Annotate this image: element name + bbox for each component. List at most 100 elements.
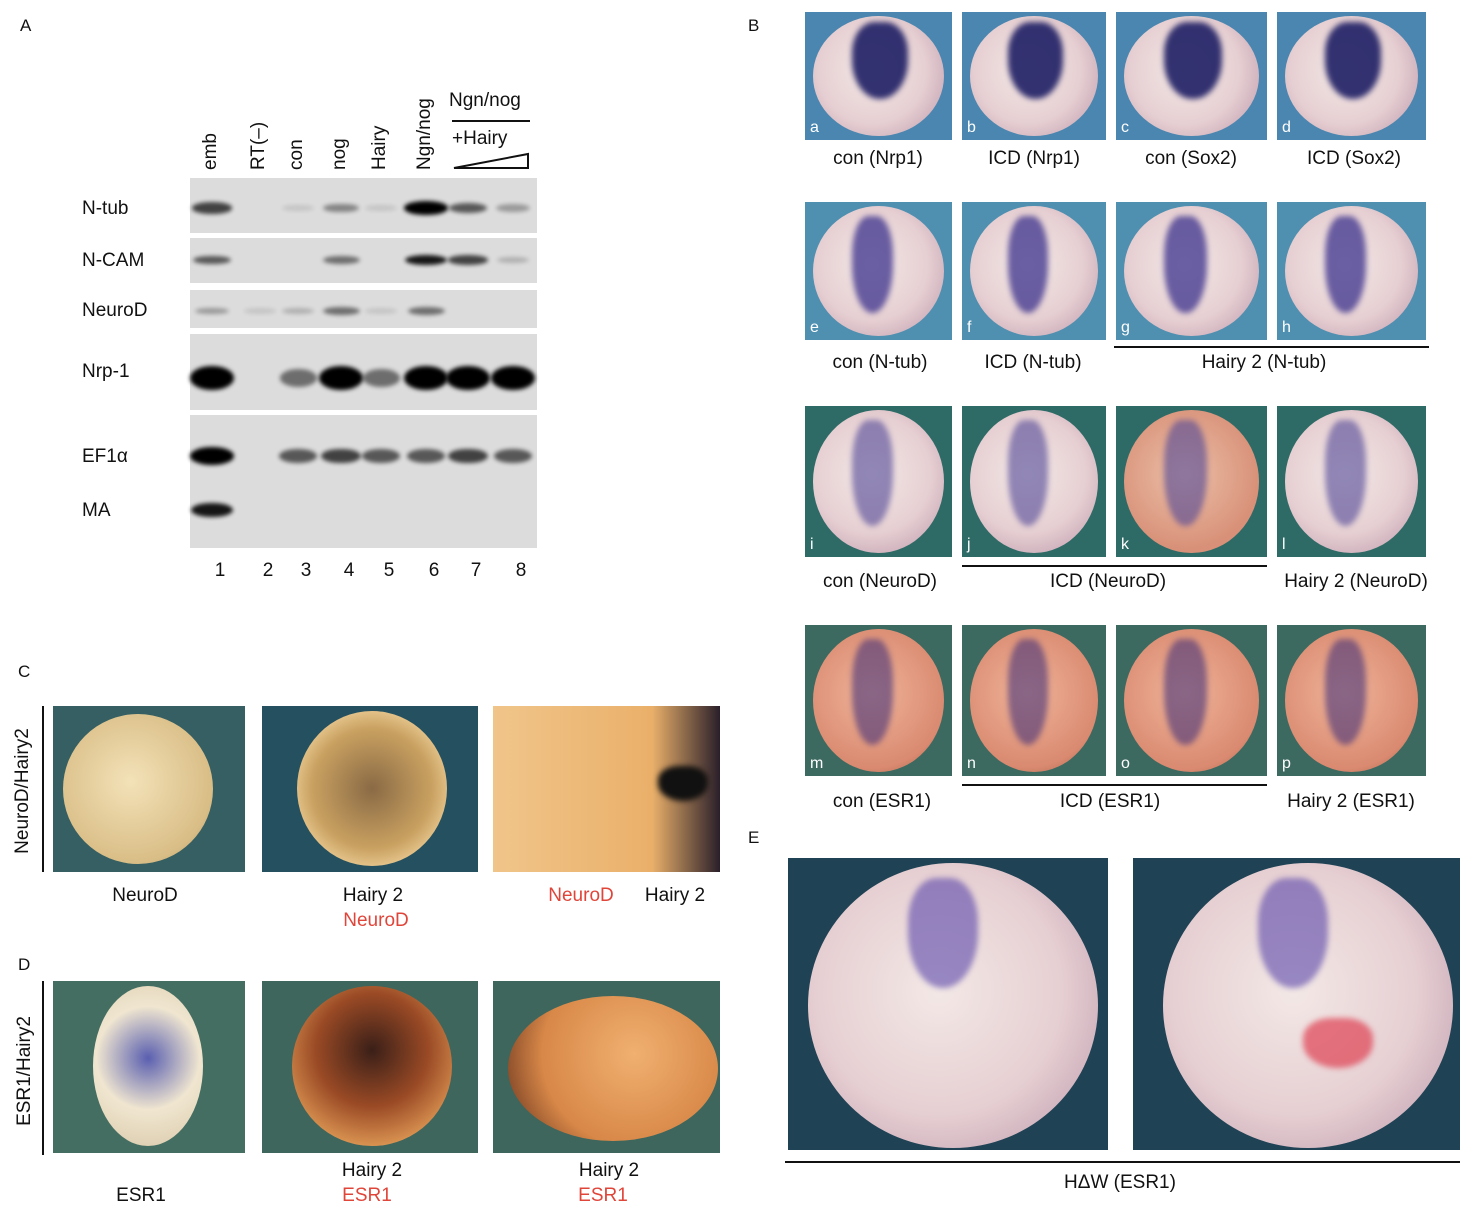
group-label-bottom: +Hairy	[452, 128, 508, 149]
blot-band	[491, 365, 535, 391]
caption-b: Hairy 2 (ESR1)	[1287, 791, 1415, 812]
embryo-image-c: c	[1116, 12, 1267, 140]
blot-row-label: NeuroD	[82, 300, 148, 321]
blot-band	[493, 449, 533, 463]
caption-d3a: Hairy 2	[578, 1160, 640, 1181]
caption-d3b: ESR1	[578, 1185, 628, 1206]
panel-label-e: E	[748, 828, 760, 847]
blot-band	[319, 365, 363, 391]
image-letter: h	[1282, 319, 1291, 336]
caption-b: con (Sox2)	[1145, 148, 1237, 169]
image-letter: p	[1282, 755, 1291, 772]
lane-number: 4	[343, 560, 355, 581]
embryo-image-b: b	[962, 12, 1106, 140]
embryo-image-d3	[493, 981, 720, 1153]
caption-d1: ESR1	[116, 1185, 166, 1206]
image-letter: f	[967, 319, 972, 336]
blot-band	[323, 203, 359, 213]
blot-band	[495, 203, 531, 213]
lane-number: 3	[300, 560, 312, 581]
embryo-image-p: p	[1277, 625, 1426, 776]
embryo-image-h: h	[1277, 202, 1426, 340]
image-letter: e	[810, 319, 819, 336]
embryo-image-e: e	[805, 202, 952, 340]
blot-row-label: Nrp-1	[82, 361, 130, 382]
embryo-image-c1	[53, 706, 245, 872]
panel-label-a: A	[20, 16, 32, 35]
embryo-image-e1	[788, 858, 1108, 1150]
lane-number: 2	[262, 560, 274, 581]
blot-row-label: N-tub	[82, 198, 129, 219]
blot-band	[190, 365, 234, 391]
blot-band	[190, 447, 234, 465]
caption-b: ICD (Nrp1)	[988, 148, 1080, 169]
embryo-image-l: l	[1277, 406, 1426, 557]
caption-b: ICD (N-tub)	[984, 352, 1082, 373]
blot-band	[404, 201, 448, 215]
group-label-top: Ngn/nog	[449, 90, 521, 111]
blot-band	[448, 255, 488, 265]
lane-number: 7	[470, 560, 482, 581]
blot-band	[362, 369, 400, 387]
blot-band	[365, 308, 397, 314]
blot-band	[407, 307, 445, 315]
caption-d2a: Hairy 2	[341, 1160, 403, 1181]
blot-band	[322, 307, 360, 315]
side-label-d: ESR1/Hairy2	[13, 1016, 35, 1126]
lane-number: 1	[214, 560, 226, 581]
blot-row-label: EF1α	[82, 446, 128, 467]
blot-band	[406, 449, 446, 463]
embryo-image-c2	[262, 706, 478, 872]
lane-number: 6	[428, 560, 440, 581]
embryo-image-d: d	[1277, 12, 1426, 140]
lane-label: con	[286, 139, 307, 170]
caption-e: HΔW (ESR1)	[1064, 1172, 1176, 1193]
blot-band	[281, 307, 315, 315]
embryo-image-a: a	[805, 12, 952, 140]
embryo-image-d2	[262, 981, 478, 1153]
side-label-c: NeuroD/Hairy2	[11, 728, 33, 854]
blot-row-label: N-CAM	[82, 250, 145, 271]
embryo-image-j: j	[962, 406, 1106, 557]
panel-label-d: D	[18, 955, 31, 974]
blot-band	[282, 204, 314, 212]
lane-number: 8	[515, 560, 527, 581]
caption-b: con (Nrp1)	[833, 148, 923, 169]
lane-label: nog	[329, 138, 350, 170]
blot-band	[496, 256, 530, 264]
caption-c3b: Hairy 2	[644, 885, 706, 906]
blot-band	[278, 449, 318, 463]
embryo-image-n: n	[962, 625, 1106, 776]
blot-band	[244, 308, 276, 314]
gradient-triangle-icon	[453, 152, 529, 169]
panel-label-b: B	[748, 16, 760, 35]
blot-band	[446, 365, 490, 391]
caption-b: ICD (NeuroD)	[1049, 571, 1167, 592]
lane-label: RT(–)	[248, 121, 269, 170]
blot-band	[279, 369, 317, 387]
image-letter: i	[810, 536, 814, 553]
image-letter: d	[1282, 119, 1291, 136]
blot-band	[361, 449, 401, 463]
caption-b: ICD (ESR1)	[1059, 791, 1161, 812]
blot-band	[190, 502, 234, 518]
image-letter: n	[967, 755, 976, 772]
image-letter: m	[810, 755, 824, 772]
embryo-image-m: m	[805, 625, 952, 776]
caption-d2b: ESR1	[342, 1185, 392, 1206]
blot-band	[192, 255, 232, 265]
embryo-image-e2	[1133, 858, 1460, 1150]
lane-label: Hairy	[369, 125, 390, 170]
blot-strip	[190, 415, 537, 548]
embryo-image-i: i	[805, 406, 952, 557]
embryo-image-c3	[493, 706, 720, 872]
blot-band	[404, 254, 448, 266]
blot-row-label: MA	[82, 500, 111, 521]
image-letter: a	[810, 119, 819, 136]
caption-b: ICD (Sox2)	[1307, 148, 1401, 169]
embryo-image-g: g	[1116, 202, 1267, 340]
lane-label: emb	[200, 133, 221, 170]
embryo-image-k: k	[1116, 406, 1267, 557]
blot-band	[192, 202, 232, 214]
panel-label-c: C	[18, 662, 31, 681]
